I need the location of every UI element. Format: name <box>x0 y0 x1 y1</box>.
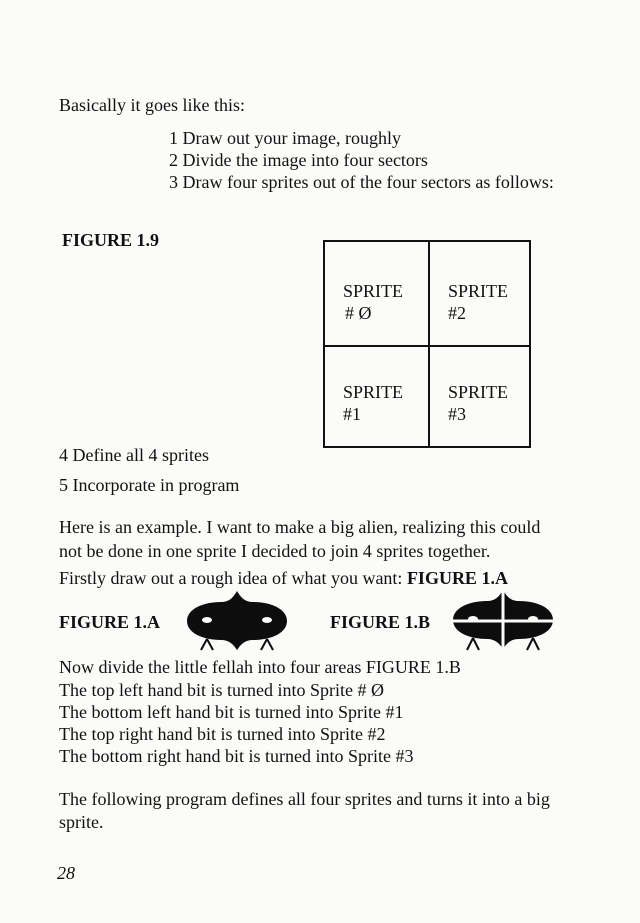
cell-label: SPRITE <box>448 281 509 301</box>
intro-text: Basically it goes like this: <box>59 95 245 115</box>
figure-1b-label: FIGURE 1.B <box>330 612 431 632</box>
step-5: 5 Incorporate in program <box>59 475 240 495</box>
divide-line-5: The bottom right hand bit is turned into… <box>59 746 414 766</box>
cell-number: #2 <box>448 303 466 323</box>
sprite-cell-1: SPRITE #1 <box>343 381 403 425</box>
grid-divider-vertical <box>428 242 430 446</box>
divide-line-4: The top right hand bit is turned into Sp… <box>59 724 386 744</box>
step-4: 4 Define all 4 sprites <box>59 445 209 465</box>
closing-line-2: sprite. <box>59 812 104 832</box>
figure-1a-label: FIGURE 1.A <box>59 612 161 632</box>
sprite-cell-0: SPRITE # Ø <box>343 280 403 324</box>
divide-line-2: The top left hand bit is turned into Spr… <box>59 680 384 700</box>
sprite-cell-2: SPRITE #2 <box>448 280 508 324</box>
alien-figure-1b <box>449 588 557 652</box>
grid-divider-horizontal <box>325 345 529 347</box>
closing-line-1: The following program defines all four s… <box>59 789 550 809</box>
divide-line-1: Now divide the little fellah into four a… <box>59 657 461 677</box>
example-line-1: Here is an example. I want to make a big… <box>59 517 541 537</box>
cell-number: #3 <box>448 404 466 424</box>
cell-label: SPRITE <box>343 382 404 402</box>
alien-figure-1a <box>187 591 287 651</box>
figure-1a-reference: FIGURE 1.A <box>406 568 508 588</box>
cell-number: #1 <box>343 404 361 424</box>
divide-line-3: The bottom left hand bit is turned into … <box>59 702 404 722</box>
cell-label: SPRITE <box>343 281 404 301</box>
page-number: 28 <box>57 863 75 883</box>
figure-1-9-label: FIGURE 1.9 <box>62 230 160 250</box>
sprite-cell-3: SPRITE #3 <box>448 381 508 425</box>
cell-label: SPRITE <box>448 382 509 402</box>
step-3: 3 Draw four sprites out of the four sect… <box>169 172 554 192</box>
example-line-3-text: Firstly draw out a rough idea of what yo… <box>59 568 407 588</box>
example-line-2: not be done in one sprite I decided to j… <box>59 541 491 561</box>
sprite-grid-figure: SPRITE # Ø SPRITE #2 SPRITE #1 SPRITE #3 <box>323 240 531 448</box>
step-1: 1 Draw out your image, roughly <box>169 128 401 148</box>
step-2: 2 Divide the image into four sectors <box>169 150 428 170</box>
example-line-3: Firstly draw out a rough idea of what yo… <box>59 569 508 587</box>
cell-number: # Ø <box>345 303 372 323</box>
